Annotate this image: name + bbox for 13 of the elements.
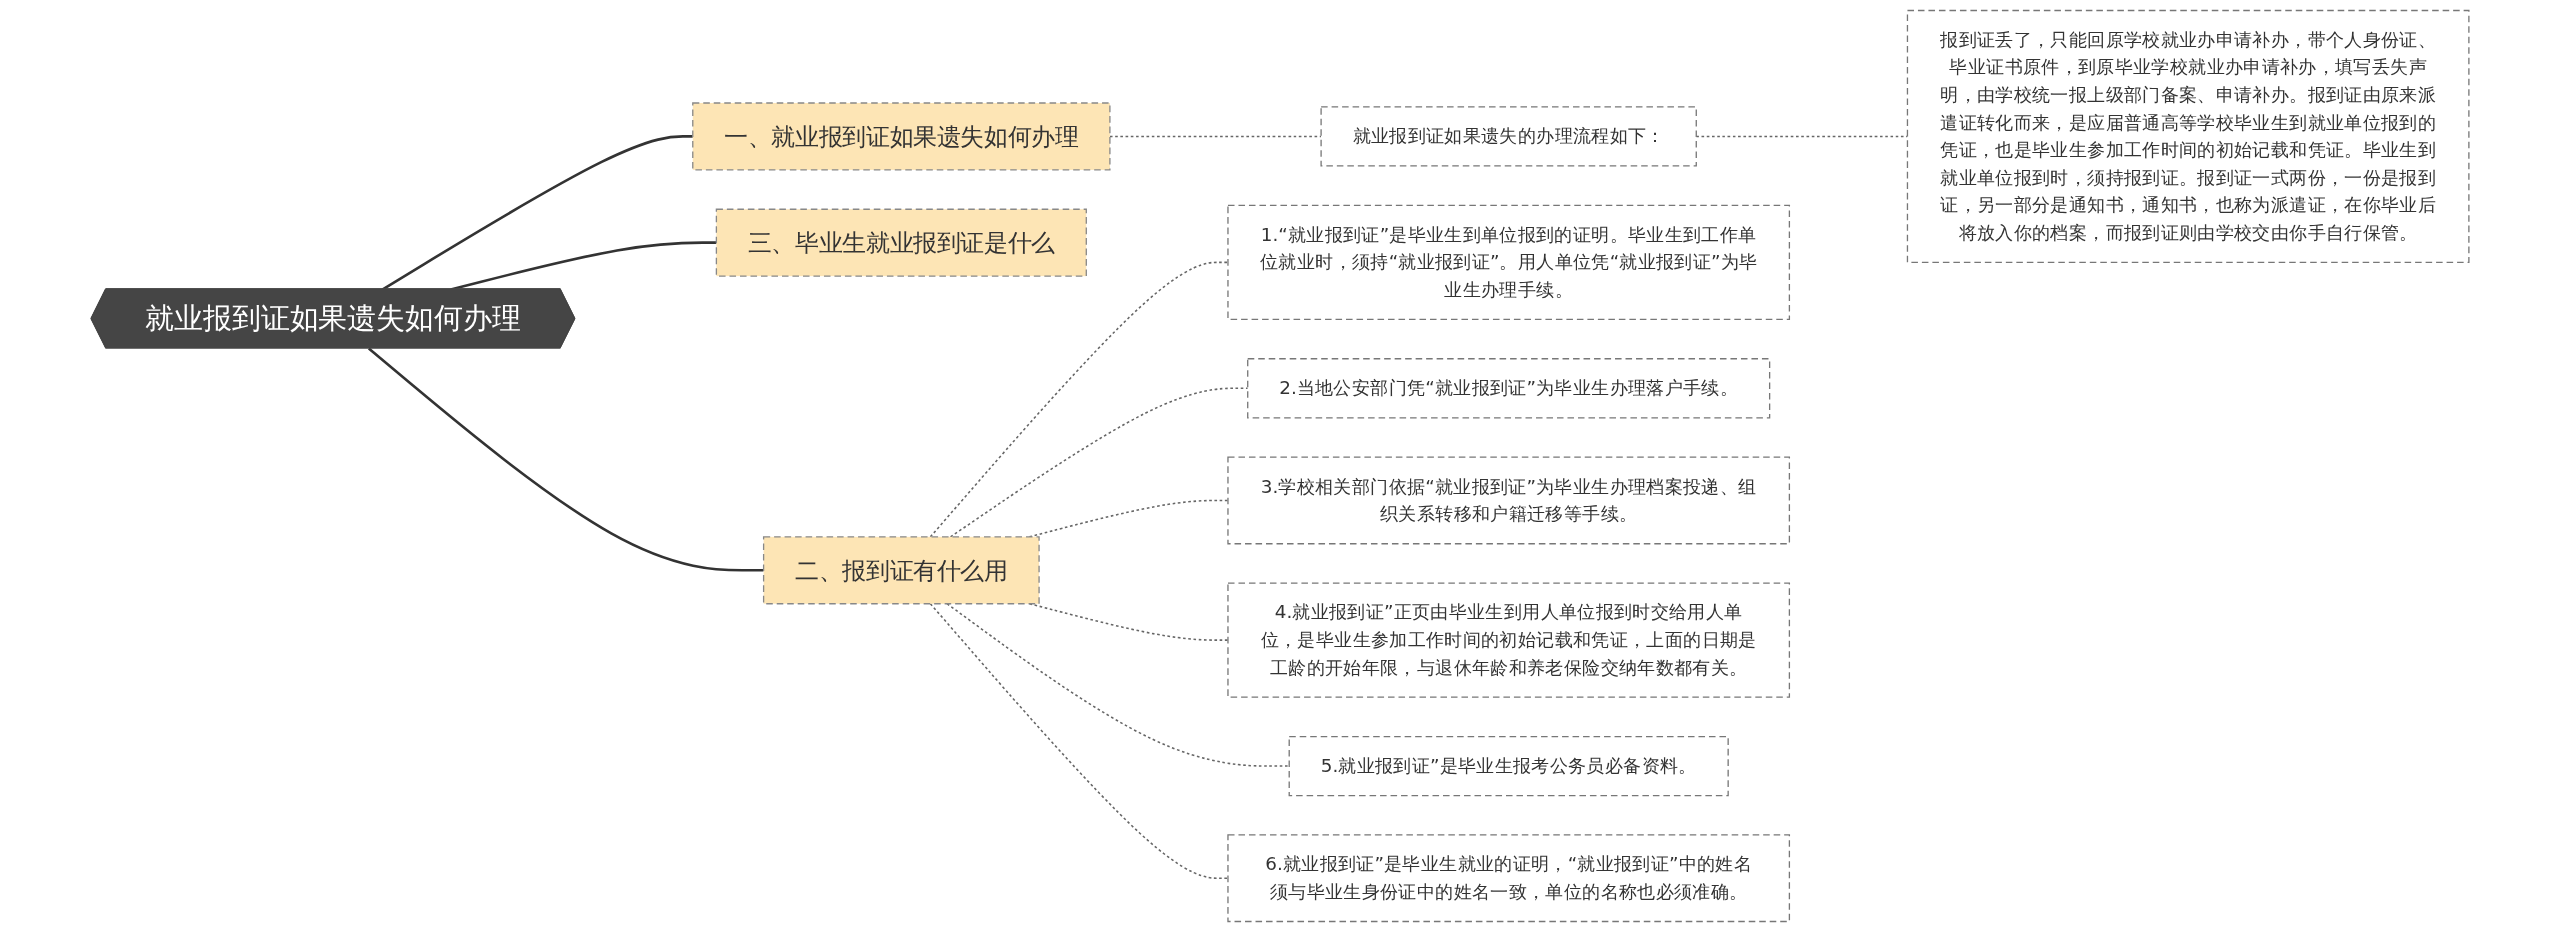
node-box: 二、报到证有什么用 xyxy=(762,536,1040,605)
connector xyxy=(946,602,1290,767)
node-box: 一、就业报到证如果遗失如何办理 xyxy=(692,102,1111,171)
node-box: 就业报到证如果遗失的办理流程如下： xyxy=(1320,106,1697,167)
node-box: 2.当地公安部门凭“就业报到证”为毕业生办理落户手续。 xyxy=(1247,358,1771,419)
node-box: 三、毕业生就业报到证是什么 xyxy=(715,208,1087,277)
node-box: 4.就业报到证”正页由毕业生到用人单位报到时交给用人单位，是毕业生参加工作时间的初始记载和凭证，上面的日期是工龄的开始年限，与退休年龄和养老保险交纳年数都有关。 xyxy=(1227,582,1791,698)
node-box: 3.学校相关部门依据“就业报到证”为毕业生办理档案投递、组织关系转移和户籍迁移等手续。 xyxy=(1227,456,1791,545)
node-box: 1.“就业报到证”是毕业生到单位报到的证明。毕业生到工作单位就业时，须持“就业报到证”。用人单位凭“就业报到证”为毕业生办理手续。 xyxy=(1227,204,1791,321)
node-box: 6.就业报到证”是毕业生就业的证明，“就业报到证”中的姓名须与毕业生身份证中的姓名一致，单位的名称也必须准确。 xyxy=(1227,834,1791,923)
node-box: 报到证丢了，只能回原学校就业办申请补办，带个人身份证、毕业证书原件，到原毕业学校就业办申请补办，填写丢失声明，由学校统一报上级部门备案、申请补办。报到证由原来派遣证转化而来，是应届普通高等学校毕业生到就业单位报到的凭证，也是毕业生参加工作时间的初始记载和凭证。毕业生到就业单位报到时，须持报到证。报到证一式两份，一份是报到证，另一部分是通知书，通知书，也称为派遣证，在你毕业后将放入你的档案，而报到证则由学校交由你手自行保管。 xyxy=(1906,9,2470,263)
connector xyxy=(368,347,764,572)
node-box: 5.就业报到证”是毕业生报考公务员必备资料。 xyxy=(1288,735,1729,797)
